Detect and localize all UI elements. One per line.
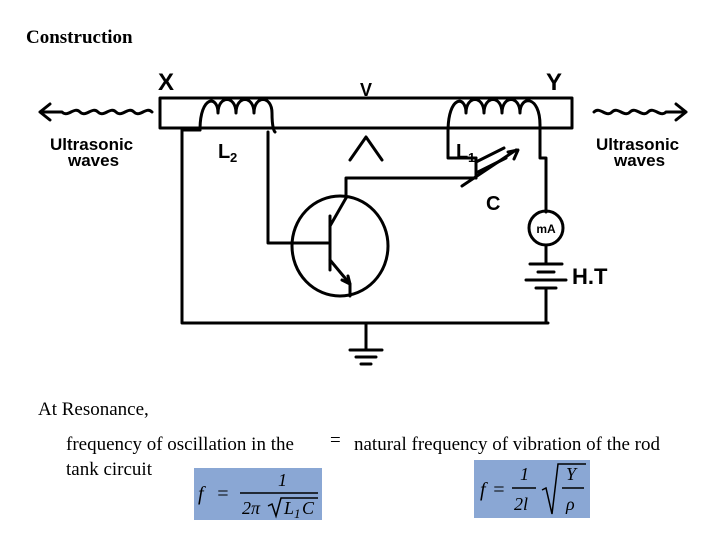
- ground: [348, 321, 384, 366]
- slide-title: Construction: [26, 27, 133, 48]
- equals-sign: =: [330, 430, 341, 451]
- frequency-oscillation-text: frequency of oscillation in the: [66, 434, 294, 455]
- wire-l1-right: [538, 123, 548, 214]
- coil-l2: [198, 98, 277, 134]
- rod-end-y: Y: [546, 69, 562, 96]
- waves-right-line1: Ultrasonic: [596, 135, 679, 154]
- waves-left-line2: waves: [67, 151, 119, 170]
- f1-sqrt: [267, 497, 318, 519]
- transistor: [290, 194, 390, 298]
- wave-arrow-left: [38, 102, 154, 122]
- f2-den: 2l: [514, 494, 528, 514]
- wave-arrow-right: [592, 102, 688, 122]
- rod-label-v: V: [360, 80, 372, 100]
- coil-l2-sub: 2: [230, 150, 237, 165]
- battery-label: H.T: [572, 264, 608, 289]
- f2-lhs: f: [480, 479, 488, 501]
- f2-sqrt: [541, 463, 586, 515]
- capacitor-arrow: [460, 148, 520, 188]
- ultrasonic-generator-circuit: X Y V L 2 L 1 C mA H.T Ultrasonic waves …: [38, 69, 688, 366]
- f1-lhs: f: [198, 483, 206, 505]
- wire-l1-left: [446, 130, 478, 160]
- f2-root-den: ρ: [565, 494, 575, 514]
- f1-den-l: L: [283, 498, 294, 518]
- formula-tank-frequency: f = 1 2π L 1 C: [194, 468, 322, 520]
- wire-l2-inner: [266, 130, 330, 245]
- f2-root-num: Y: [566, 464, 578, 484]
- f1-num: 1: [278, 470, 287, 490]
- f1-eq: =: [216, 483, 230, 505]
- rod-support: [348, 135, 384, 162]
- battery: [524, 262, 568, 325]
- f2-num: 1: [520, 464, 529, 484]
- waves-left-line1: Ultrasonic: [50, 135, 133, 154]
- rod: [158, 96, 574, 130]
- coil-l2-label: L: [218, 141, 230, 163]
- coil-l1-label: L: [456, 141, 468, 163]
- formula-rod-frequency: f = 1 2l Y ρ: [474, 460, 590, 518]
- f1-den-c: C: [302, 498, 315, 518]
- tank-circuit-text: tank circuit: [66, 459, 152, 480]
- capacitor-label: C: [486, 193, 500, 215]
- rod-end-x: X: [158, 69, 174, 96]
- natural-frequency-text: natural frequency of vibration of the ro…: [354, 434, 660, 455]
- f1-den-2pi: 2π: [242, 498, 261, 518]
- coil-l1: [446, 98, 542, 134]
- f1-den-sub: 1: [294, 506, 301, 520]
- f2-eq: =: [492, 479, 506, 501]
- wire-collector: [344, 176, 478, 200]
- meter-label: mA: [536, 222, 556, 236]
- waves-right-line2: waves: [613, 151, 665, 170]
- transistor-collector: [328, 196, 348, 228]
- resonance-heading: At Resonance,: [38, 399, 149, 420]
- coil-l1-sub: 1: [468, 150, 475, 165]
